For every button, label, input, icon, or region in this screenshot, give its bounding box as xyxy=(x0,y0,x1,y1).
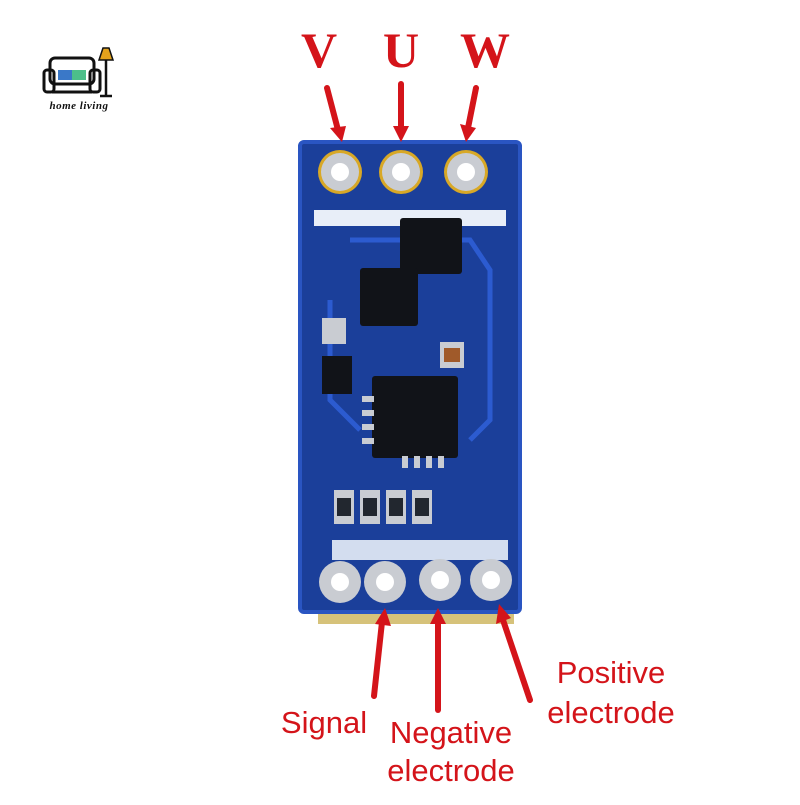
chip-leads xyxy=(362,396,444,468)
pad-negative-hole xyxy=(431,571,449,589)
phase-label-v: V xyxy=(300,22,338,78)
top-pads xyxy=(318,150,488,194)
arrow-negative-head xyxy=(430,608,446,624)
arrow-w-head xyxy=(460,124,476,142)
pad-w-hole xyxy=(457,163,475,181)
arrow-signal xyxy=(371,619,385,699)
arrow-signal-head xyxy=(375,608,391,626)
resistor-array-bodies xyxy=(337,498,429,516)
arrow-positive-head xyxy=(496,604,511,624)
resistor xyxy=(322,318,346,344)
brand-logo-text: home living xyxy=(49,100,109,112)
pad-signal-hole xyxy=(376,573,394,591)
phase-label-u: U xyxy=(382,22,420,78)
pad-v-hole xyxy=(331,163,349,181)
callout-arrows xyxy=(324,81,533,713)
circuit-board xyxy=(298,140,522,624)
pin-label-positive-line2: electrode xyxy=(547,695,675,730)
diode xyxy=(322,356,352,394)
pin-label-negative-line1: Negative xyxy=(389,715,513,750)
silkscreen-bottom-bar xyxy=(332,540,508,560)
lamp-shade-icon xyxy=(97,47,115,61)
arrow-u-head xyxy=(393,126,409,142)
arrow-positive xyxy=(500,617,533,703)
pin-label-positive-line1: Positive xyxy=(556,655,666,690)
pad-positive-hole xyxy=(482,571,500,589)
phase-label-w: W xyxy=(460,22,510,78)
sofa-arm-right-icon xyxy=(88,68,102,94)
arrow-w xyxy=(465,85,479,131)
bottom-pads xyxy=(319,559,512,603)
controller-chip xyxy=(372,376,458,458)
arrow-v xyxy=(324,85,341,133)
mosfet-chip-middle xyxy=(360,268,418,326)
pad-u-hole xyxy=(392,163,410,181)
arrow-v-head xyxy=(330,126,346,142)
pad-bottom-1-hole xyxy=(331,573,349,591)
pin-label-signal: Signal xyxy=(280,705,368,740)
pin-label-negative-line2: electrode xyxy=(387,753,515,788)
cushion-blue-icon xyxy=(58,70,72,80)
home-living-logo xyxy=(42,47,115,98)
mosfet-chip-top xyxy=(400,218,462,274)
board-outline xyxy=(298,140,522,614)
capacitor-body xyxy=(444,348,460,362)
sofa-arm-left-icon xyxy=(42,68,56,94)
cushion-green-icon xyxy=(72,70,86,80)
